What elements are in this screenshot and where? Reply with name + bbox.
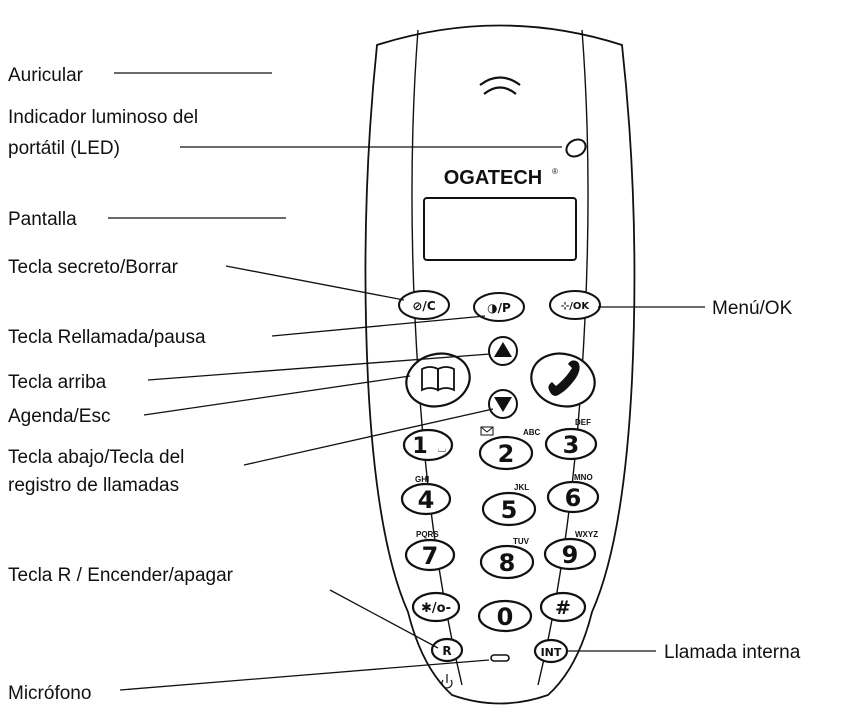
key-2-letters: ABC — [523, 428, 541, 437]
label-led-line1: Indicador luminoso del — [8, 107, 198, 128]
star-key[interactable]: ✱/o- — [411, 591, 461, 623]
key-3[interactable]: 3 DEF — [544, 418, 598, 461]
r-key[interactable]: R — [430, 637, 464, 663]
label-abajo-line2: registro de llamadas — [8, 475, 179, 496]
svg-text:5: 5 — [501, 496, 518, 524]
label-rellamada: Tecla Rellamada/pausa — [8, 327, 206, 348]
svg-text:◑/P: ◑/P — [487, 301, 511, 315]
svg-text:0: 0 — [497, 603, 514, 631]
down-arrow-icon — [494, 397, 512, 412]
envelope-icon — [480, 426, 494, 436]
key-8-letters: TUV — [513, 537, 530, 546]
key-7-letters: PQRS — [416, 530, 439, 539]
brand-name: OGATECH — [444, 167, 543, 189]
menu-ok-key[interactable]: ⊹/OK — [549, 290, 601, 320]
key-4-letters: GHI — [415, 475, 429, 484]
label-abajo-line1: Tecla abajo/Tecla del — [8, 447, 184, 468]
svg-text:7: 7 — [422, 542, 439, 570]
svg-text:3: 3 — [563, 431, 580, 459]
svg-text:✱/o-: ✱/o- — [421, 601, 451, 616]
svg-text:1: 1 — [412, 434, 427, 459]
label-agenda: Agenda/Esc — [8, 406, 110, 427]
phonebook-key[interactable] — [400, 347, 475, 414]
svg-text:2: 2 — [498, 440, 515, 468]
label-microfono: Micrófono — [8, 683, 91, 704]
key-5[interactable]: 5 JKL — [481, 483, 537, 527]
label-pantalla: Pantalla — [8, 209, 77, 230]
leader-lines — [108, 72, 705, 691]
hash-key[interactable]: # — [539, 591, 587, 623]
key-7[interactable]: 7 PQRS — [404, 530, 456, 572]
key-9[interactable]: 9 WXYZ — [543, 530, 598, 571]
handset-icon — [548, 360, 580, 396]
key-0[interactable]: 0 — [477, 599, 533, 633]
label-arriba: Tecla arriba — [8, 372, 107, 393]
svg-text:4: 4 — [418, 486, 435, 514]
label-auricular: Auricular — [8, 65, 84, 86]
svg-text:R: R — [442, 644, 451, 658]
key-4[interactable]: 4 GHI — [400, 475, 452, 516]
svg-text:⊹/OK: ⊹/OK — [561, 301, 591, 312]
microphone-hole — [490, 654, 510, 662]
label-llamada-interna: Llamada interna — [664, 642, 801, 663]
redial-pause-key[interactable]: ◑/P — [473, 292, 525, 322]
label-led-line2: portátil (LED) — [8, 138, 120, 159]
key-6[interactable]: 6 MNO — [546, 473, 600, 514]
svg-text:8: 8 — [499, 549, 516, 577]
key-1[interactable]: 1 ⌴ — [402, 428, 454, 462]
label-secreto: Tecla secreto/Borrar — [8, 257, 179, 278]
key-6-letters: MNO — [574, 473, 593, 482]
label-menu-ok: Menú/OK — [712, 298, 793, 319]
display-screen — [423, 197, 577, 261]
svg-text:6: 6 — [565, 484, 582, 512]
mute-clear-key[interactable]: ⊘/C — [398, 290, 450, 320]
key-9-letters: WXYZ — [575, 530, 598, 539]
key-8[interactable]: 8 TUV — [479, 537, 535, 580]
key-5-letters: JKL — [514, 483, 529, 492]
svg-text:9: 9 — [562, 541, 579, 569]
key-3-letters: DEF — [575, 418, 591, 427]
label-tecla-r: Tecla R / Encender/apagar — [8, 565, 234, 586]
svg-text:#: # — [555, 597, 571, 619]
svg-text:⊘/C: ⊘/C — [412, 299, 435, 313]
voicemail-glyph: ⌴ — [438, 444, 446, 455]
brand-registered-mark: ® — [552, 167, 558, 176]
key-2[interactable]: 2 ABC — [478, 426, 541, 471]
up-key[interactable] — [488, 336, 518, 366]
earpiece-icon — [479, 76, 521, 95]
down-key[interactable] — [488, 389, 518, 419]
led-indicator — [565, 138, 587, 158]
up-arrow-icon — [494, 342, 512, 357]
book-icon — [421, 366, 455, 392]
power-icon — [441, 674, 453, 689]
svg-text:INT: INT — [541, 646, 562, 659]
talk-key[interactable] — [525, 347, 600, 414]
int-key[interactable]: INT — [533, 638, 569, 664]
